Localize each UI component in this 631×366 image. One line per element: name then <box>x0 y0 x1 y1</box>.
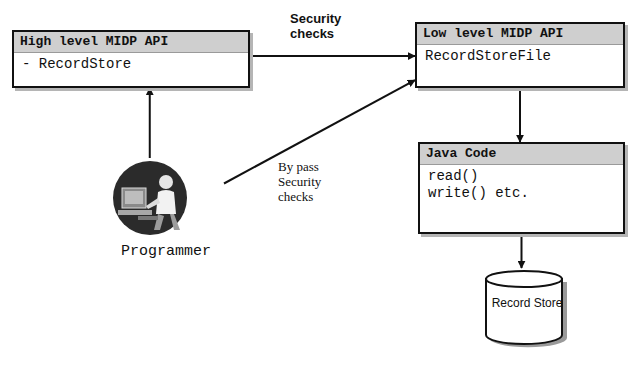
flow-arrow <box>521 234 523 268</box>
edge-label: Security checks <box>290 12 362 42</box>
api-member: RecordStoreFile <box>417 45 623 68</box>
api-box: Java Coderead() write() etc. <box>418 142 625 234</box>
flow-arrow <box>250 55 415 57</box>
api-box: High level MIDP API- RecordStore <box>12 30 250 88</box>
api-box: Low level MIDP APIRecordStoreFile <box>415 22 625 88</box>
api-member: read() write() etc. <box>420 165 546 205</box>
api-heading: Low level MIDP API <box>417 24 623 45</box>
flow-arrow <box>519 88 521 142</box>
api-heading: High level MIDP API <box>14 32 248 53</box>
programmer-illustration <box>108 158 198 238</box>
programmer-figure: Programmer <box>108 158 224 260</box>
api-member: - RecordStore <box>14 53 248 76</box>
record-store-drum: Record Store <box>483 268 571 350</box>
api-heading: Java Code <box>420 144 623 165</box>
store-label: Record Store <box>489 296 565 310</box>
edge-label: By pass Security checks <box>278 160 340 205</box>
flow-arrow <box>149 88 151 158</box>
figure-caption: Programmer <box>108 243 224 260</box>
